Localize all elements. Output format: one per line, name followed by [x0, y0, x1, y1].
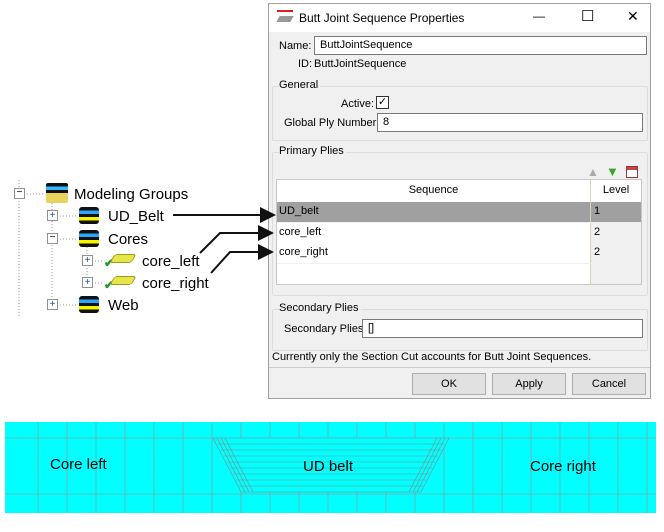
- general-group: [272, 86, 648, 141]
- move-down-icon[interactable]: ▼: [606, 164, 619, 179]
- expand-icon[interactable]: +: [47, 210, 58, 221]
- collapse-icon[interactable]: −: [14, 188, 25, 199]
- folder-layers-icon: [46, 183, 68, 203]
- layers-icon: [79, 296, 99, 313]
- label-core-right: Core right: [530, 458, 596, 475]
- check-icon: ✔: [104, 278, 115, 292]
- primary-plies-group: [272, 152, 648, 296]
- cancel-button[interactable]: Cancel: [572, 373, 646, 395]
- global-ply-number-input[interactable]: 8: [377, 113, 643, 132]
- table-row[interactable]: UD_belt 1: [277, 202, 641, 222]
- butt-joint-icon: [276, 10, 294, 24]
- layers-icon: [79, 207, 99, 224]
- status-text: Currently only the Section Cut accounts …: [272, 351, 592, 363]
- tree-view: − Modeling Groups + UD_Belt − Cores + ✔ …: [0, 180, 240, 320]
- arrow-core-right: [210, 244, 274, 274]
- section-cut-view: Core left UD belt Core right: [5, 422, 656, 513]
- ok-button[interactable]: OK: [412, 373, 486, 395]
- expand-icon[interactable]: +: [47, 299, 58, 310]
- delete-table-icon[interactable]: [626, 166, 638, 178]
- active-checkbox[interactable]: ✓: [376, 96, 389, 109]
- label-ud-belt: UD belt: [303, 458, 354, 475]
- separator: [269, 367, 650, 368]
- table-row-empty[interactable]: [277, 264, 641, 284]
- maximize-button[interactable]: ☐: [581, 8, 595, 25]
- check-icon: ✔: [104, 256, 115, 270]
- name-input[interactable]: ButtJointSequence: [314, 36, 647, 55]
- label-core-left: Core left: [50, 456, 107, 473]
- properties-dialog: Butt Joint Sequence Properties — ☐ ✕ Nam…: [268, 3, 651, 399]
- expand-icon[interactable]: +: [82, 255, 93, 266]
- table-row[interactable]: core_left 2: [277, 223, 641, 243]
- apply-button[interactable]: Apply: [492, 373, 566, 395]
- table-header: Sequence Level: [277, 180, 641, 202]
- move-up-icon[interactable]: ▲: [587, 165, 599, 179]
- annotation-arrows: [173, 207, 276, 274]
- arrow-core-left: [199, 225, 274, 254]
- close-button[interactable]: ✕: [627, 8, 639, 24]
- title-bar[interactable]: Butt Joint Sequence Properties — ☐ ✕: [269, 4, 650, 32]
- layers-icon: [79, 230, 99, 247]
- collapse-icon[interactable]: −: [47, 233, 58, 244]
- table-row[interactable]: core_right 2: [277, 243, 641, 263]
- secondary-plies-group: [272, 309, 648, 351]
- primary-plies-table: Sequence Level UD_belt 1 core_left 2 cor…: [276, 179, 642, 285]
- ud-belt-trapezoid: [212, 437, 450, 493]
- expand-icon[interactable]: +: [82, 277, 93, 288]
- secondary-plies-input[interactable]: []: [362, 319, 643, 338]
- mesh-grid: [5, 422, 656, 513]
- minimize-button[interactable]: —: [533, 9, 545, 23]
